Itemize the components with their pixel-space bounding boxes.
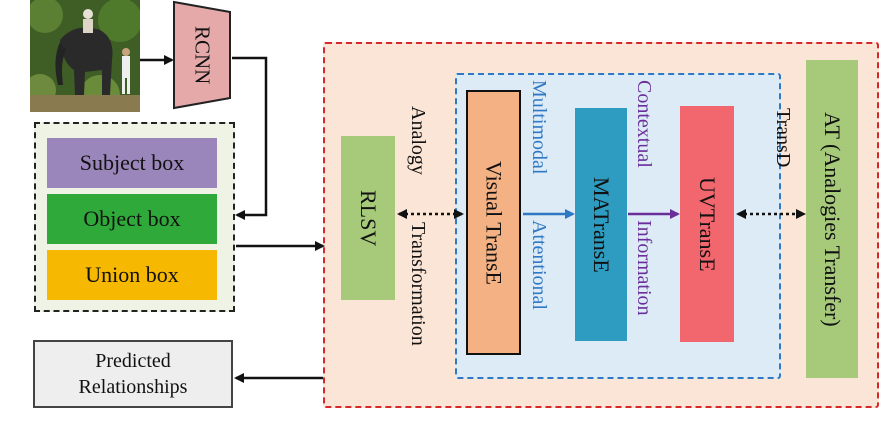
visual-transe-label: Visual TransE [481,160,507,285]
transd-label: TransD [772,108,794,168]
at-block: AT (Analogies Transfer) [806,60,858,378]
uvtranse-block: UVTransE [680,106,734,342]
union-box-label: Union box [85,262,179,287]
visual-transe-block: Visual TransE [466,90,521,355]
contextual-label: Contextual [633,80,655,168]
object-box: Object box [47,194,217,244]
rlsv-label: RLSV [356,189,381,247]
information-label: Information [633,220,655,316]
at-label: AT (Analogies Transfer) [820,111,845,327]
predicted-line1: Predicted [95,350,171,372]
analogy-label: Analogy [407,106,429,175]
matranse-block: MATransE [575,108,627,341]
predicted-relationships-box: Predicted Relationships [33,340,233,408]
rlsv-block: RLSV [341,136,395,300]
subject-box-label: Subject box [79,150,185,175]
matranse-label: MATransE [589,176,614,273]
rcnn-to-boxes-arrow [232,56,268,220]
rcnn-label: RCNN [190,25,215,85]
elephant-photo-icon [30,0,140,112]
uvtranse-label: UVTransE [695,176,720,272]
subject-box: Subject box [47,138,217,188]
object-box-label: Object box [83,206,181,231]
union-box: Union box [47,250,217,300]
multimodal-label: Multimodal [528,80,550,175]
transformation-label: Transformation [407,222,429,346]
attentional-label: Attentional [528,220,550,310]
input-image [30,0,140,112]
rcnn-block [173,0,231,110]
predicted-line2: Relationships [78,376,188,398]
